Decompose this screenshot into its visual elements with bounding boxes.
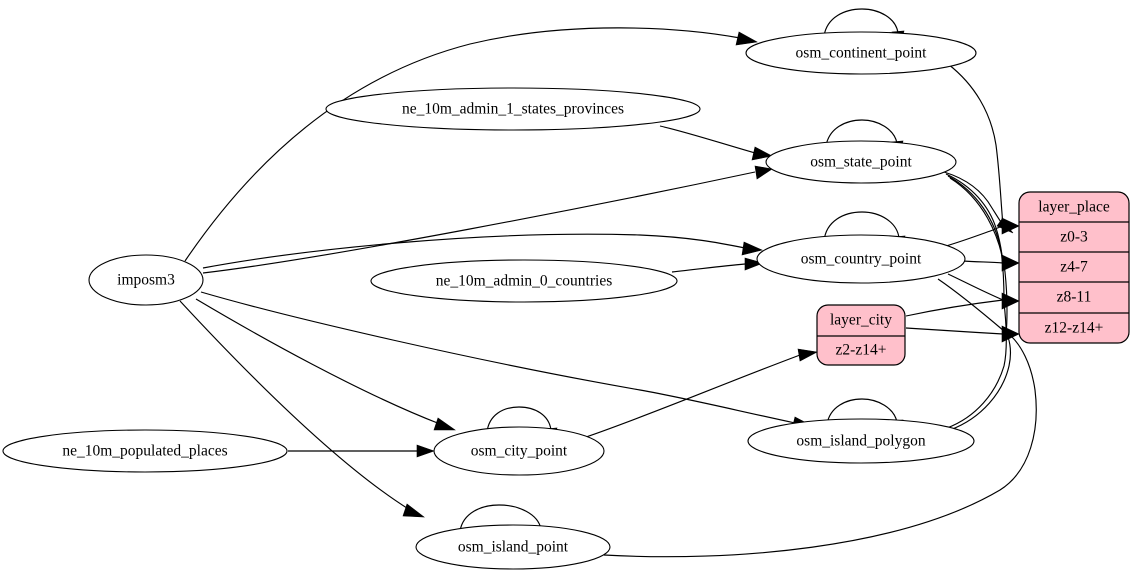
arrowhead-city-to-layer-city <box>797 348 818 362</box>
edge-imposm3-to-osm-city-point <box>195 298 441 425</box>
node-ne-states-label: ne_10m_admin_1_states_provinces <box>402 101 624 118</box>
node-osm-city-point-label: osm_city_point <box>471 443 568 460</box>
arrowhead-into-z12-z14 <box>1001 325 1020 343</box>
edge-osm-country-point-to-layer-place-z12-z14 <box>937 278 1005 332</box>
edge-layer-city-to-layer-place-z12-z14 <box>905 327 1004 335</box>
node-ne-10m-admin-0-countries[interactable]: ne_10m_admin_0_countries <box>370 259 678 303</box>
layer-city-row-z2-z14[interactable]: z2-z14+ <box>836 342 887 359</box>
node-layer-city[interactable]: layer_city z2-z14+ <box>816 304 906 366</box>
edge-ne-countries-to-osm-country-point <box>671 263 746 273</box>
edge-self-loop-osm-city-point <box>486 406 552 433</box>
node-osm-island-polygon-label: osm_island_polygon <box>796 433 925 450</box>
node-osm-country-point[interactable]: osm_country_point <box>756 234 966 284</box>
edge-layer <box>179 8 1037 558</box>
node-osm-state-point-label: osm_state_point <box>810 154 912 171</box>
edge-osm-island-point-to-layer-place-z12-z14 <box>603 336 1037 558</box>
edge-self-loop-osm-island-polygon <box>826 398 898 425</box>
node-ne-10m-populated-places[interactable]: ne_10m_populated_places <box>2 429 288 473</box>
edge-imposm3-to-osm-island-polygon <box>200 291 796 424</box>
edge-osm-continent-point-to-layer-place-z0-3 <box>947 63 1004 226</box>
edge-osm-city-point-to-layer-city <box>585 354 801 438</box>
arrowhead-into-z8-11 <box>1001 292 1020 310</box>
edge-self-loop-osm-country-point <box>823 211 900 242</box>
node-layer: imposm3 ne_10m_admin_1_states_provinces … <box>2 31 1130 570</box>
node-osm-city-point[interactable]: osm_city_point <box>433 426 605 476</box>
node-osm-island-polygon[interactable]: osm_island_polygon <box>747 418 975 464</box>
arrowhead-imposm3-island-point <box>402 503 425 518</box>
arrowhead-imposm3-country <box>741 241 763 256</box>
node-osm-island-point[interactable]: osm_island_point <box>415 524 611 570</box>
edge-osm-country-point-to-layer-place-z0-3 <box>945 225 1004 247</box>
edge-osm-island-polygon-to-layer-place-z12-z14 <box>949 336 1012 431</box>
node-layer-place[interactable]: layer_place z0-3 z4-7 z8-11 z12-z14+ <box>1018 191 1130 344</box>
node-osm-island-point-label: osm_island_point <box>458 539 569 556</box>
layer-place-row-z4-7[interactable]: z4-7 <box>1060 259 1088 276</box>
node-ne-10m-admin-1-states-provinces[interactable]: ne_10m_admin_1_states_provinces <box>325 87 701 131</box>
node-osm-continent-point[interactable]: osm_continent_point <box>745 31 977 75</box>
edge-osm-island-polygon-to-layer-place-z8-11 <box>946 302 1007 429</box>
node-osm-continent-point-label: osm_continent_point <box>796 45 928 62</box>
node-imposm3[interactable]: imposm3 <box>88 254 204 306</box>
arrowhead-ne-states-state <box>751 146 773 161</box>
arrowhead-imposm3-continent <box>735 31 758 46</box>
node-imposm3-label: imposm3 <box>117 272 175 289</box>
edge-osm-country-point-to-layer-place-z4-7 <box>962 260 1004 264</box>
edge-imposm3-to-osm-continent-point <box>184 27 741 262</box>
arrowhead-imposm3-city <box>433 417 456 431</box>
node-osm-state-point[interactable]: osm_state_point <box>765 140 957 184</box>
layer-place-row-z12-z14[interactable]: z12-z14+ <box>1045 320 1104 337</box>
edge-imposm3-to-osm-island-point <box>179 300 411 511</box>
arrowhead-ne-countries-country <box>744 257 764 271</box>
edge-self-loop-osm-continent-point <box>823 8 899 37</box>
node-ne-countries-label: ne_10m_admin_0_countries <box>436 273 613 290</box>
edge-layer-city-to-layer-place-z8-11 <box>905 299 1004 317</box>
edge-ne-states-to-osm-state-point <box>659 125 756 154</box>
arrowhead-ne-populated-city <box>416 444 435 458</box>
edge-self-loop-osm-island-point <box>459 504 542 532</box>
layer-city-title: layer_city <box>830 312 892 329</box>
edge-osm-country-point-to-layer-place-z8-11 <box>947 273 1004 301</box>
node-ne-populated-label: ne_10m_populated_places <box>62 443 227 460</box>
edge-self-loop-osm-state-point <box>825 119 898 147</box>
node-osm-country-point-label: osm_country_point <box>801 251 922 268</box>
arrowhead-into-z4-7 <box>1001 254 1020 272</box>
edge-imposm3-to-osm-country-point <box>202 233 746 269</box>
arrowhead-imposm3-state <box>754 165 773 180</box>
edge-osm-state-point-to-layer-place-z0-3 <box>943 171 1004 226</box>
layer-place-row-z0-3[interactable]: z0-3 <box>1060 229 1088 246</box>
edge-imposm3-to-osm-state-point <box>202 171 756 274</box>
layer-place-title: layer_place <box>1038 199 1110 216</box>
arrowhead-into-z0-3 <box>1001 217 1020 235</box>
layer-place-row-z8-11[interactable]: z8-11 <box>1057 289 1092 306</box>
